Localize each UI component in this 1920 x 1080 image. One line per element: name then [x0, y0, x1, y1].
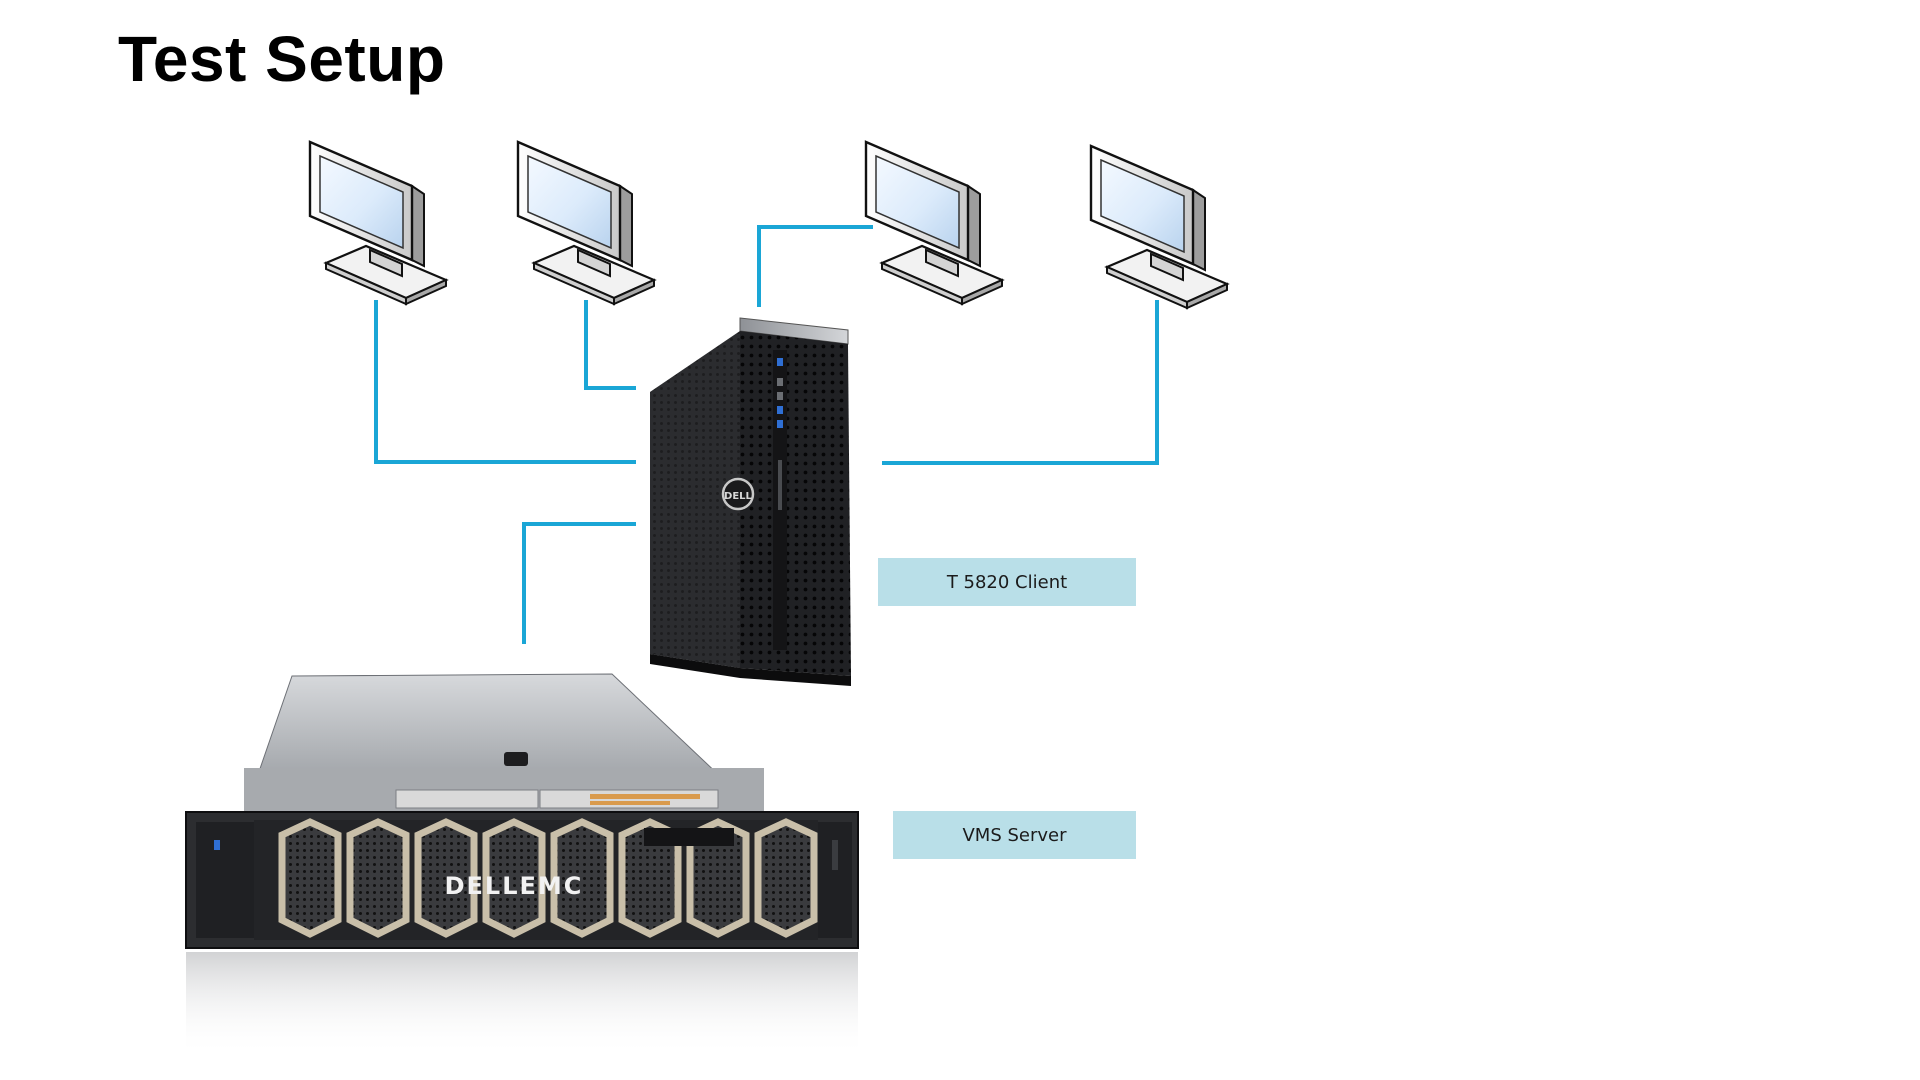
monitor-icon-1 [308, 140, 448, 306]
server-label: VMS Server [893, 811, 1136, 859]
monitor-icon-2 [516, 140, 656, 306]
server-brand: DELLEMC [445, 872, 584, 900]
monitor-icon-4 [1089, 144, 1229, 310]
client-label: T 5820 Client [878, 558, 1136, 606]
link-monitor-2 [584, 300, 636, 390]
link-monitor-4 [882, 300, 1159, 465]
rack-server: DELLEMC [185, 673, 859, 1056]
link-server [522, 522, 636, 644]
workstation-tower: DELL [650, 317, 851, 686]
link-monitor-1 [374, 300, 636, 464]
connection-lines [374, 225, 1159, 644]
page-title: Test Setup [118, 23, 446, 95]
tower-logo: DELL [724, 491, 753, 502]
link-monitor-3 [757, 225, 873, 307]
monitor-icon-3 [864, 140, 1004, 306]
